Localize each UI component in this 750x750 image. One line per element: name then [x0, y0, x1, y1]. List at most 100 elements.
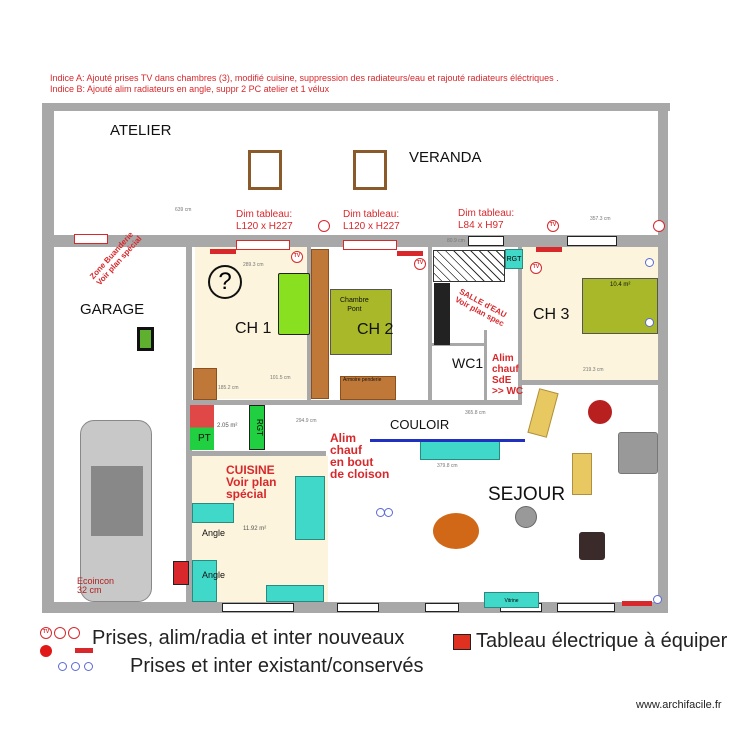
- legend-outlet-icon: [54, 627, 66, 639]
- vanity: [434, 283, 450, 345]
- outlet-icon: [318, 220, 330, 232]
- dining-table: [433, 513, 479, 549]
- wall-wc-side: [484, 330, 487, 402]
- desk-sejour: [527, 388, 559, 438]
- alim-sde-note: Alim chauf SdE >> WC: [492, 353, 524, 397]
- wall-right: [658, 103, 668, 613]
- dim-tableau-2: Dim tableau: L120 x H227: [343, 209, 400, 232]
- kitchen-counter: [192, 503, 234, 523]
- dim-tableau-3: Dim tableau: L84 x H97: [458, 208, 515, 231]
- kitchen-counter: [192, 560, 217, 602]
- legend-existing-label: Prises et inter existant/conservés: [130, 655, 424, 677]
- radiator: [622, 601, 652, 606]
- cuisine-note: CUISINE Voir plan spécial: [226, 463, 277, 501]
- glass-door[interactable]: [236, 240, 290, 250]
- pt-area: 2.05 m²: [217, 423, 238, 429]
- wardrobe-armoire: [340, 376, 396, 400]
- room-label-ch1: CH 1: [235, 320, 272, 337]
- armchair: [579, 532, 605, 560]
- window: [337, 603, 379, 612]
- wall-wc: [430, 343, 485, 346]
- footer-watermark[interactable]: www.archifacile.fr: [636, 699, 722, 711]
- wall-ch3-bottom: [522, 380, 658, 385]
- rgt-cabinet-2: RGT: [249, 405, 265, 450]
- wall-sde-ch3: [518, 247, 522, 402]
- existing-outlet-icon: [653, 595, 662, 604]
- radiator: [210, 249, 236, 254]
- legend-panel-icon: [453, 634, 471, 650]
- wall-kitchen-top: [186, 451, 326, 456]
- legend-existing-outlet-icon: [84, 662, 93, 671]
- window: [567, 236, 617, 246]
- legend-existing-outlet-icon: [71, 662, 80, 671]
- pt-label: PT: [198, 433, 211, 444]
- dimension: 80.9 cm: [447, 238, 465, 244]
- radiator: [536, 247, 562, 252]
- dim-tableau-1: Dim tableau: L120 x H227: [236, 209, 293, 232]
- window: [468, 236, 504, 246]
- electrical-panel: [173, 561, 189, 585]
- salle-eau-note: SALLE d'EAU Voir plan spec: [453, 287, 509, 329]
- legend-tv-outlet-icon: TV: [40, 627, 52, 639]
- tv-outlet-icon: TV: [414, 258, 426, 270]
- window: [425, 603, 459, 612]
- kitchen-area: 11.92 m²: [243, 526, 267, 532]
- wall-corridor-top: [186, 400, 522, 405]
- dimension: 379.8 cm: [437, 463, 458, 469]
- dimension: 219.3 cm: [583, 367, 604, 373]
- dimension: 639 cm: [175, 207, 192, 213]
- dimension: 365.8 cm: [465, 410, 486, 416]
- room-label-garage: GARAGE: [80, 301, 145, 318]
- kitchen-island: [295, 476, 325, 540]
- tv-outlet-icon: TV: [547, 220, 559, 232]
- tv-outlet-icon: TV: [530, 262, 542, 274]
- desk-ch1: [193, 368, 217, 400]
- existing-outlet-icon: [384, 508, 393, 517]
- armoire-label: Armoire penderie: [343, 377, 382, 383]
- outlet-icon: [653, 220, 665, 232]
- dimension: 101.5 cm: [270, 375, 291, 381]
- window: [557, 603, 615, 612]
- glass-door[interactable]: [343, 240, 397, 250]
- wardrobe-ch2: [311, 249, 329, 399]
- velux-window: [353, 150, 387, 190]
- alim-cloison-note: Alim chauf en bout de cloison: [330, 431, 390, 481]
- angle-label: Angle: [202, 570, 226, 580]
- chambre-pont-label: Chambre Pont: [340, 297, 369, 313]
- pouf-red: [588, 400, 612, 424]
- dimension: 357.3 cm: [590, 216, 611, 222]
- indice-b-note: Indice B: Ajouté alim radiateurs en angl…: [50, 84, 330, 94]
- radiator: [397, 251, 423, 256]
- wall-ch2-sde: [428, 247, 432, 402]
- velux-window: [248, 150, 282, 190]
- room-label-atelier: ATELIER: [110, 122, 172, 139]
- corridor-cabinet: [420, 440, 500, 460]
- window: [222, 603, 294, 612]
- legend-outlet-icon: [68, 627, 80, 639]
- car: [80, 420, 152, 602]
- room-label-wc1: WC1: [452, 355, 484, 371]
- room-label-couloir: COULOIR: [390, 417, 450, 432]
- angle-label: Angle: [202, 528, 226, 538]
- existing-outlet-icon: [645, 258, 654, 267]
- wall-left: [42, 103, 54, 613]
- dimension: 289.3 cm: [243, 262, 264, 268]
- room-label-ch2: CH 2: [357, 321, 394, 338]
- room-label-veranda: VERANDA: [409, 149, 482, 166]
- unknown-marker: ?: [208, 265, 242, 299]
- bed-ch1: [278, 273, 310, 335]
- legend: TV Prises, alim/radia et inter nouveaux …: [40, 625, 740, 685]
- dimension: 185.2 cm: [218, 385, 239, 391]
- pouf-grey: [515, 506, 537, 528]
- room-label-sejour: SEJOUR: [488, 484, 566, 505]
- legend-new-label: Prises, alim/radia et inter nouveaux: [92, 627, 405, 649]
- partition-wall: [370, 439, 525, 442]
- bed-ch2: [330, 289, 392, 355]
- existing-outlet-icon: [645, 318, 654, 327]
- garage-door[interactable]: [74, 234, 108, 244]
- shower: [433, 250, 505, 282]
- indice-a-note: Indice A: Ajouté prises TV dans chambres…: [50, 73, 559, 83]
- coffee-table: [572, 453, 592, 495]
- legend-radiator-icon: [75, 648, 93, 653]
